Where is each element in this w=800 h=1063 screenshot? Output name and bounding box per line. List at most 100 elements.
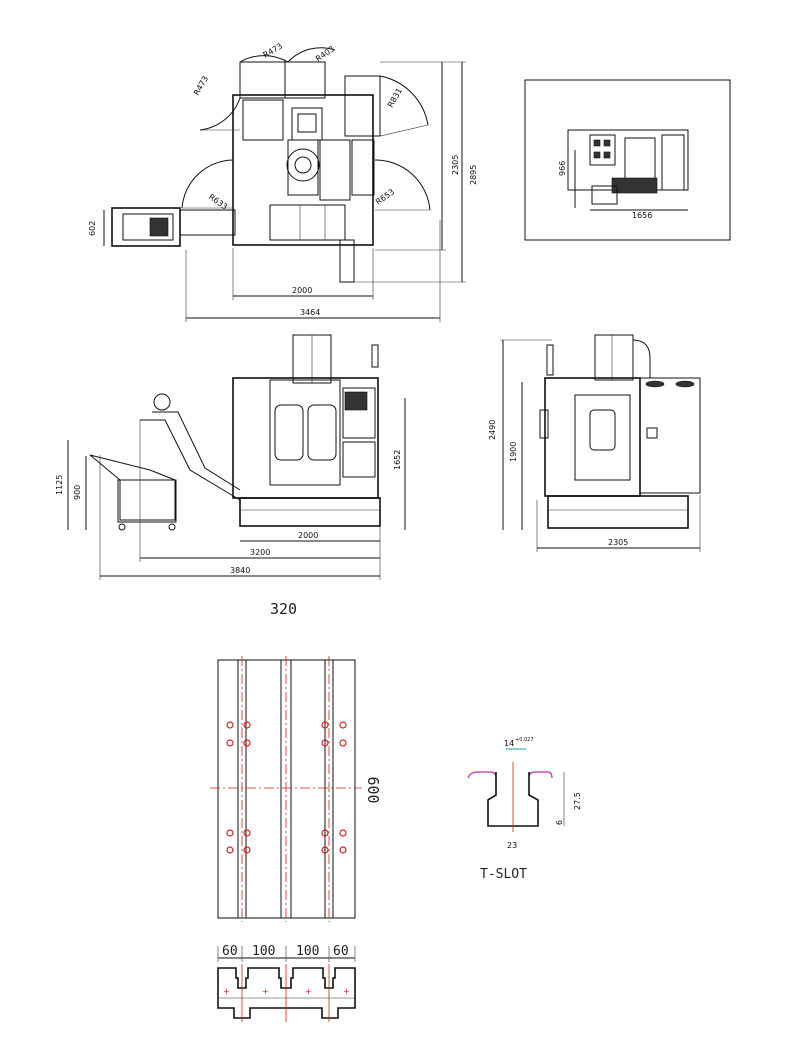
- dim-2305-front: 2305: [608, 538, 628, 547]
- conveyor-arm: [179, 209, 236, 236]
- hole-mark: +: [343, 987, 350, 996]
- label-r633: R633: [207, 192, 229, 211]
- label-r473-b: R473: [262, 42, 285, 60]
- label-r403: R403: [314, 44, 336, 63]
- dim-3200: 3200: [250, 548, 270, 557]
- section-dim-100-left: 100: [252, 944, 275, 959]
- inset-knob-1: [593, 139, 601, 147]
- inset-view: 966 1656: [524, 79, 731, 241]
- cnc-screen: [344, 391, 368, 411]
- chip-bin: [117, 479, 177, 523]
- machine-body-outline: [232, 94, 374, 246]
- dim-2000-side: 2000: [298, 531, 318, 540]
- front-fan-2: [675, 380, 695, 388]
- tslot-bottom-width: 23: [507, 841, 517, 850]
- hole: [243, 829, 251, 837]
- lamp-post: [371, 344, 379, 368]
- dim-900: 900: [73, 485, 82, 500]
- hole: [321, 739, 329, 747]
- tslot-tolerance: +0.027: [515, 737, 534, 743]
- hole: [339, 739, 347, 747]
- front-base: [547, 495, 689, 529]
- arc-r653: [374, 159, 431, 211]
- tslot-neck: 9: [554, 820, 563, 825]
- control-panel: [351, 139, 375, 196]
- pendant-lower: [342, 441, 376, 478]
- section-hole-marks: + + + +: [223, 987, 350, 996]
- table-section: 60 100 100 60 + + + +: [217, 944, 356, 1022]
- doors-frame: [269, 379, 341, 486]
- cart-wheel-2: [168, 523, 176, 531]
- arc-r831: [379, 75, 429, 126]
- tslot-chamfer-left: [467, 771, 497, 779]
- mounting-holes: [226, 721, 347, 854]
- base-front: [269, 204, 346, 241]
- inset-dim-1656: 1656: [632, 211, 652, 220]
- label-r831: R831: [386, 86, 404, 109]
- arc-r831-chord: [379, 124, 429, 137]
- conveyor-motor-side: [153, 393, 171, 411]
- hole-mark: +: [305, 987, 312, 996]
- front-door: [574, 394, 631, 481]
- front-side-cabinet: [639, 377, 701, 494]
- hole: [321, 829, 329, 837]
- arc-r473-left: [199, 97, 241, 131]
- front-fan-1: [645, 380, 665, 388]
- tslot-top-width: 14: [504, 739, 514, 748]
- section-profile: [217, 967, 356, 1019]
- dim-2000: 2000: [292, 286, 312, 295]
- panel-center: [291, 107, 323, 141]
- table-circle-inner: [294, 156, 312, 174]
- hole: [339, 846, 347, 854]
- spindle-head-right: [284, 61, 326, 99]
- inset-conveyor: [611, 177, 658, 194]
- label-r653: R653: [374, 187, 396, 206]
- hole: [226, 829, 234, 837]
- spindle-head-left: [239, 61, 286, 99]
- hole-mark: +: [223, 987, 230, 996]
- table-circle: [286, 148, 320, 182]
- cart-wheel-1: [118, 523, 126, 531]
- front-lamp: [546, 344, 554, 376]
- table-outline: [217, 659, 356, 919]
- label-r473-a: R473: [192, 74, 210, 97]
- conveyor-chute-top: [152, 411, 241, 491]
- hole: [321, 721, 329, 729]
- hole: [226, 739, 234, 747]
- control-pendant: [342, 387, 376, 439]
- section-dim-60-left: 60: [222, 944, 238, 959]
- inset-panel: [589, 134, 616, 166]
- top-view: R473 R473 R403 R831 R633 R653 602 2000 3…: [88, 42, 478, 322]
- conveyor-hopper: [111, 207, 181, 247]
- conveyor-hopper-inner: [122, 213, 174, 241]
- door-window-left: [274, 404, 304, 461]
- machine-base: [239, 497, 381, 527]
- chip-cart: [89, 454, 176, 521]
- electric-cabinet: [344, 75, 381, 137]
- tslot-depth: 27.5: [573, 792, 582, 810]
- front-view: 2490 1900 2305: [488, 334, 701, 552]
- inset-knob-2: [603, 139, 611, 147]
- dim-3464: 3464: [300, 308, 320, 317]
- table-length-label: 600: [364, 776, 382, 803]
- section-dim-60-right: 60: [333, 944, 349, 959]
- dim-2305: 2305: [451, 155, 460, 175]
- inset-frame: [524, 79, 731, 241]
- hole: [243, 846, 251, 854]
- hole: [243, 739, 251, 747]
- front-window: [589, 409, 616, 451]
- hole: [339, 721, 347, 729]
- front-enclosure: [544, 377, 641, 497]
- conveyor-chute: [140, 419, 241, 501]
- hole-mark: +: [262, 987, 269, 996]
- door-window-right: [307, 404, 337, 461]
- panel-left: [242, 99, 284, 141]
- inset-knob-4: [603, 151, 611, 159]
- dim-2490: 2490: [488, 420, 497, 440]
- inset-side: [661, 134, 685, 191]
- arc-r633: [181, 159, 234, 209]
- inset-bin: [591, 185, 618, 205]
- dim-2895: 2895: [469, 165, 478, 185]
- conveyor-motor: [149, 217, 169, 237]
